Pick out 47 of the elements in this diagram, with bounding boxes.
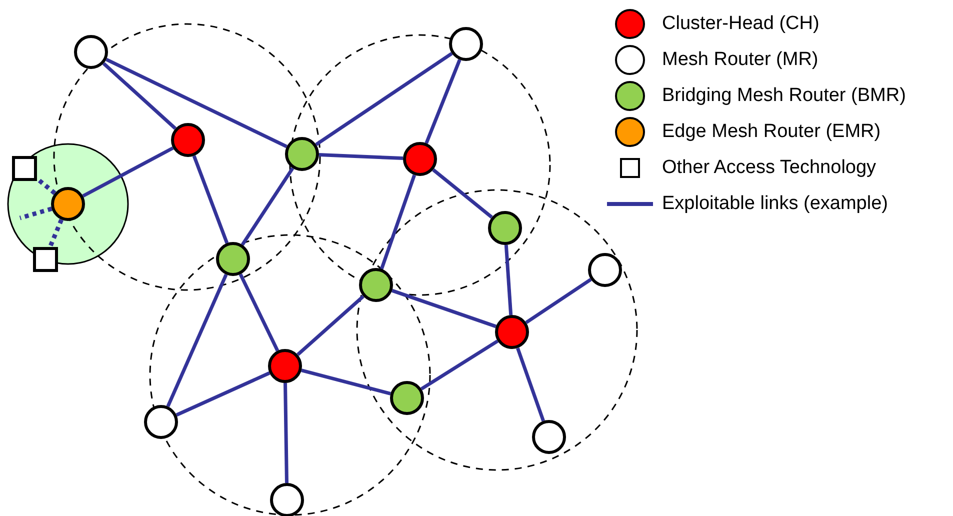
link-line [284,382,288,484]
router-node [532,420,566,454]
access-technology-square [12,156,36,180]
link-line [380,174,416,270]
link-line [420,340,499,390]
link-line [238,274,280,352]
legend-label: Edge Mesh Router (EMR) [662,121,881,143]
router-node [270,483,304,516]
dotted-link [35,176,56,195]
link-line [106,58,288,148]
legend-label: Cluster-Head (CH) [662,13,820,35]
link-line [504,244,513,316]
access-technology-square [32,246,58,272]
legend-label: Exploitable links (example) [662,193,888,215]
link-line [315,52,453,146]
link-line [102,62,177,130]
router-node [285,137,319,171]
link-line [301,368,391,396]
link-line [240,167,294,246]
legend-label: Other Access Technology [662,157,876,179]
link-line [82,146,174,198]
link-line [516,347,545,422]
router-node [216,242,250,276]
router-node [488,211,522,245]
router-node [495,315,529,349]
router-node [171,123,205,157]
legend-label: Bridging Mesh Router (BMR) [662,85,906,107]
legend-label: Mesh Router (MR) [662,49,818,71]
link-line [296,295,364,356]
dotted-link [19,206,52,220]
link-line [525,278,592,324]
link-line [192,155,229,244]
router-node [74,35,108,69]
link-line [432,168,493,219]
link-line [318,152,404,160]
router-node [359,268,393,302]
link-line [166,274,228,408]
router-node [144,405,178,439]
router-node [449,27,483,61]
link-line [424,59,462,144]
link-line [392,288,496,328]
router-node [403,142,437,176]
router-node [390,381,424,415]
router-node [268,349,302,383]
dotted-link [48,218,64,248]
link-line [176,371,270,417]
router-node [588,253,622,287]
